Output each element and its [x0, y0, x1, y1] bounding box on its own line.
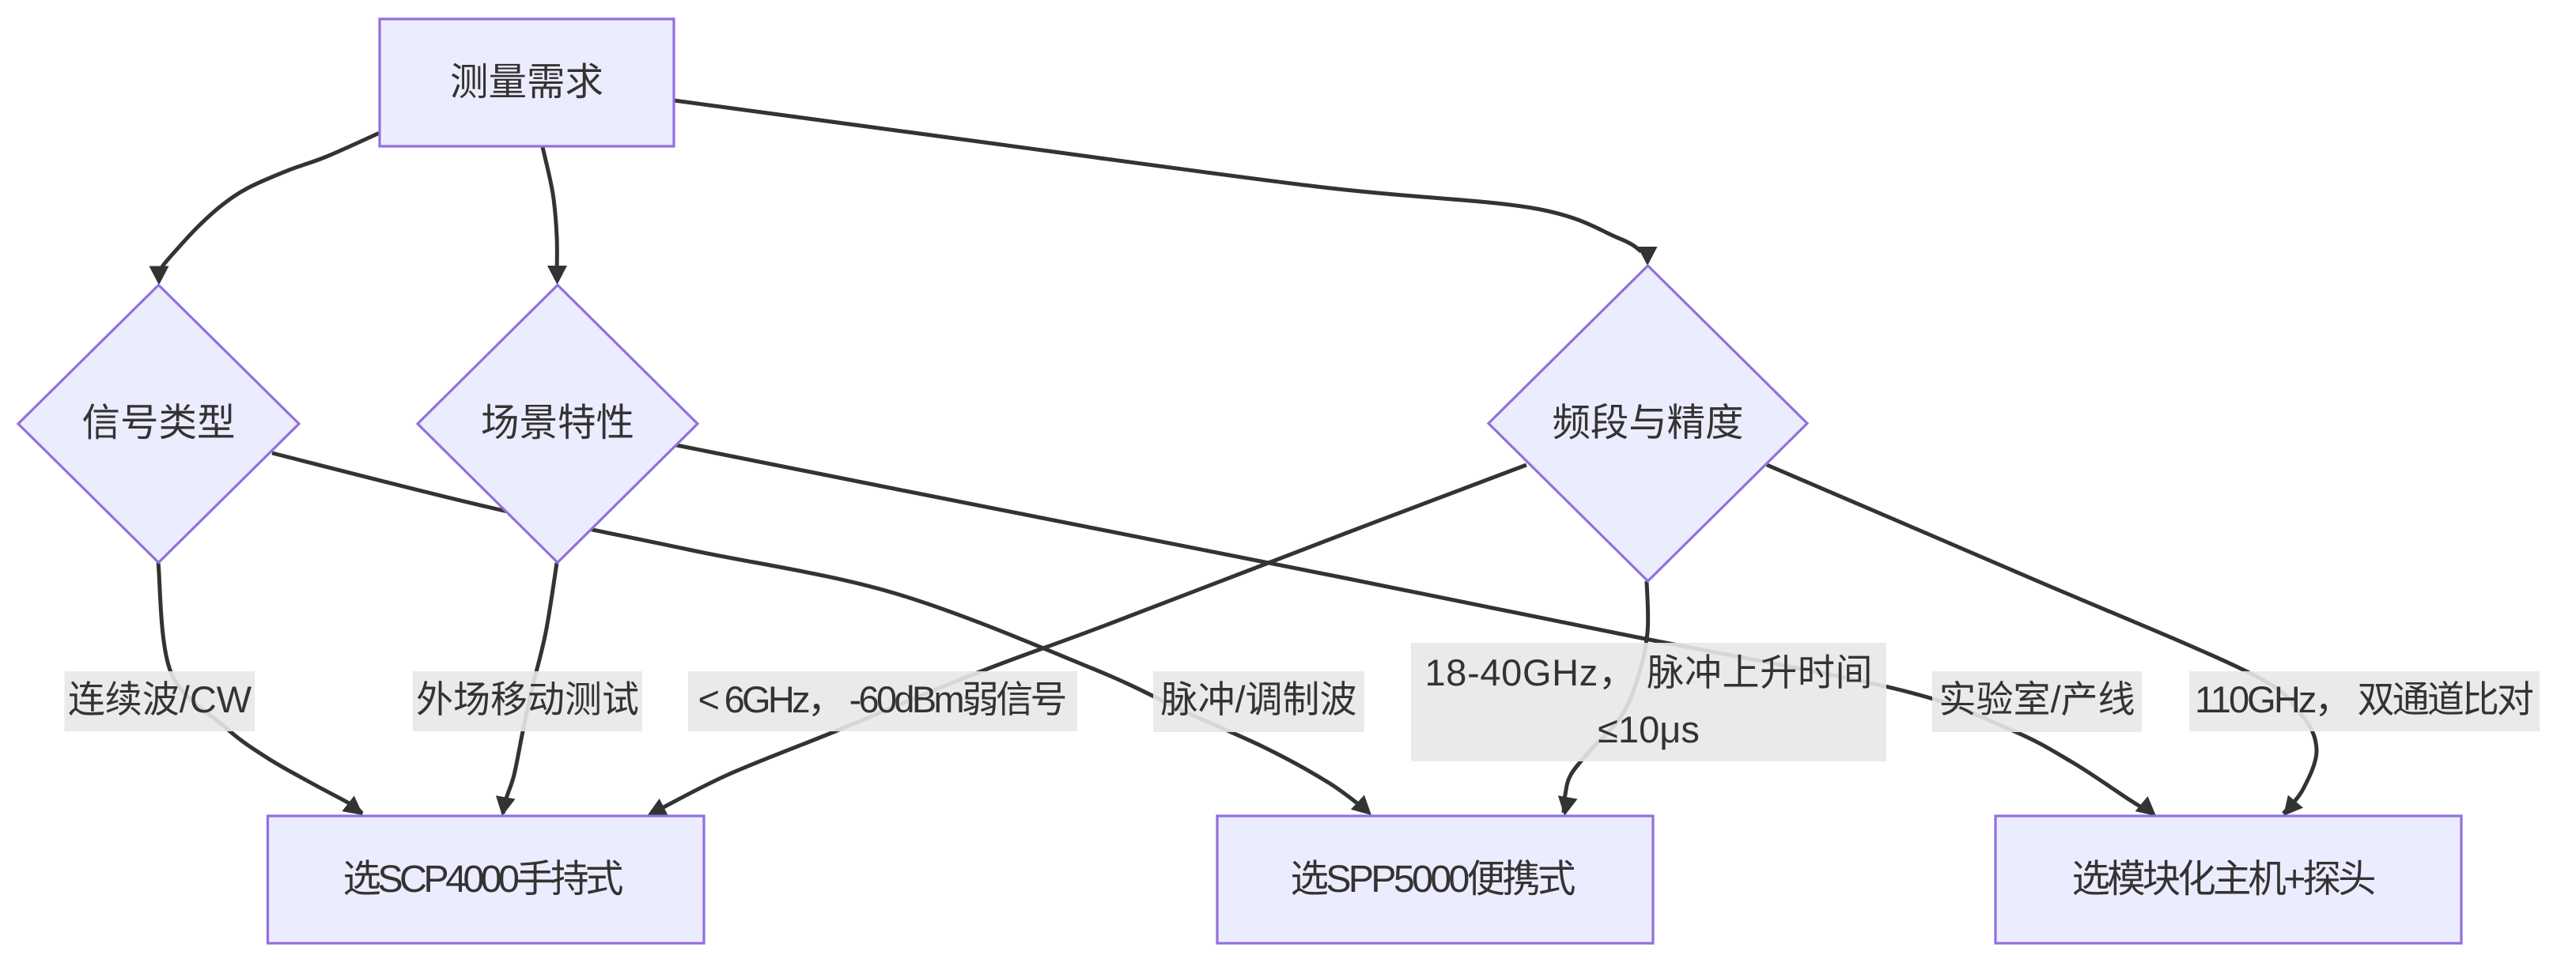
- svg-text:脉冲/调制波: 脉冲/调制波: [1160, 678, 1356, 720]
- svg-text:连续波/CW: 连续波/CW: [68, 678, 252, 720]
- svg-text:选模块化主机+探头: 选模块化主机+探头: [2072, 858, 2377, 901]
- svg-text:≤10μs: ≤10μs: [1598, 708, 1700, 750]
- svg-text:选SCP4000手持式: 选SCP4000手持式: [343, 858, 624, 901]
- svg-text:实验室/产线: 实验室/产线: [1939, 678, 2135, 720]
- svg-text:测量需求: 测量需求: [450, 61, 603, 104]
- svg-text:< 6GHz， -60dBm弱信号: < 6GHz， -60dBm弱信号: [698, 678, 1068, 720]
- svg-text:信号类型: 信号类型: [81, 402, 235, 444]
- svg-text:场景特性: 场景特性: [481, 402, 634, 444]
- svg-text:频段与精度: 频段与精度: [1553, 402, 1744, 444]
- svg-text:外场移动测试: 外场移动测试: [416, 678, 639, 720]
- svg-text:18-40GHz， 脉冲上升时间: 18-40GHz， 脉冲上升时间: [1425, 651, 1873, 693]
- svg-text:110GHz， 双通道比对: 110GHz， 双通道比对: [2195, 678, 2534, 720]
- svg-text:选SPP5000便携式: 选SPP5000便携式: [1291, 858, 1576, 901]
